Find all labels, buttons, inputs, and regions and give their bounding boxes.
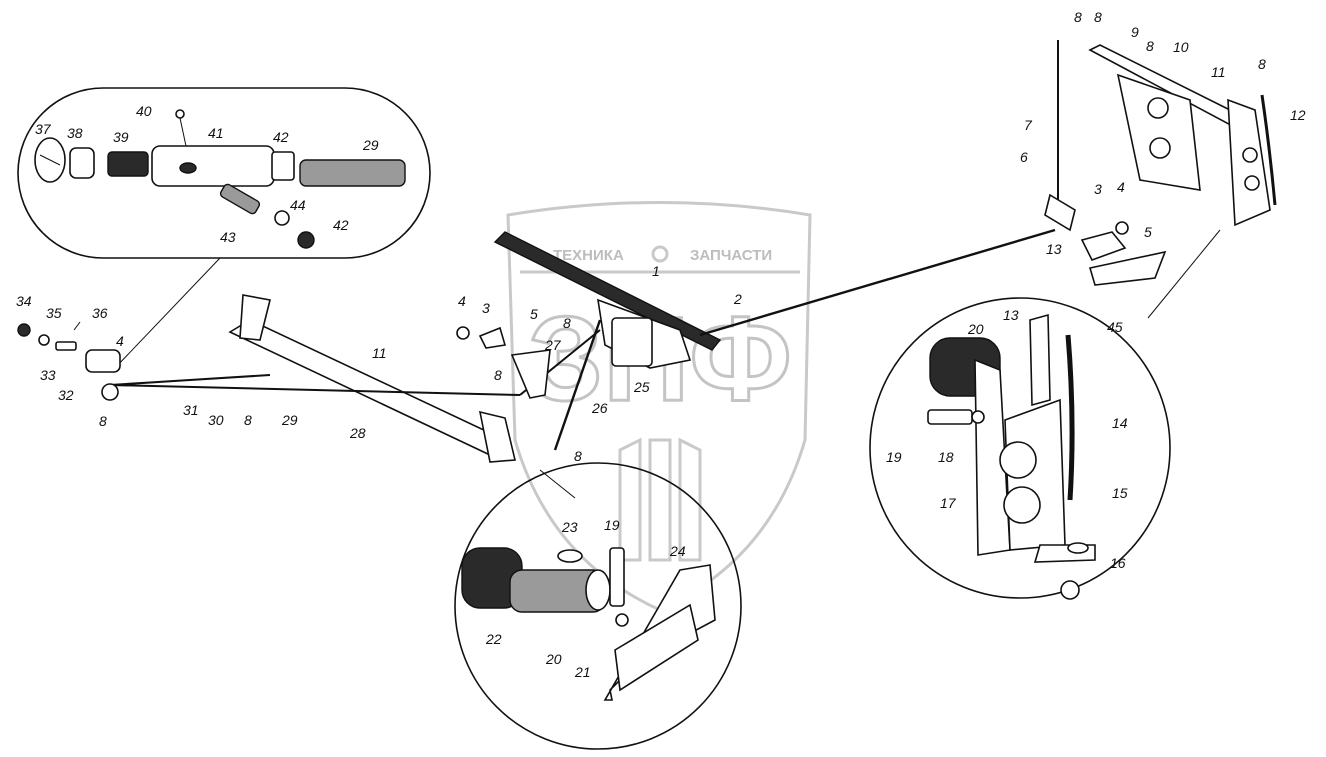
callout-label: 14 bbox=[1112, 415, 1128, 431]
callout-label: 8 bbox=[574, 448, 582, 464]
callout-label: 10 bbox=[1173, 39, 1189, 55]
callout-label: 31 bbox=[183, 402, 199, 418]
callout-label: 39 bbox=[113, 129, 129, 145]
callout-label: 34 bbox=[16, 293, 32, 309]
watermark-text-left: ТЕХНИКА bbox=[553, 247, 624, 264]
callout-label: 3 bbox=[482, 300, 490, 316]
callout-label: 40 bbox=[136, 103, 152, 119]
callout-label: 24 bbox=[669, 543, 686, 559]
callout-label: 8 bbox=[1146, 38, 1154, 54]
callout-label: 8 bbox=[494, 367, 502, 383]
callout-label: 35 bbox=[46, 305, 62, 321]
callout-label: 44 bbox=[290, 197, 306, 213]
callout-label: 7 bbox=[1024, 117, 1033, 133]
callout-label: 8 bbox=[563, 315, 571, 331]
callout-label: 33 bbox=[40, 367, 56, 383]
callout-label: 29 bbox=[281, 412, 298, 428]
callout-label: 43 bbox=[220, 229, 236, 245]
callout-label: 20 bbox=[967, 321, 984, 337]
callout-label: 42 bbox=[333, 217, 349, 233]
main-assembly bbox=[17, 228, 1056, 463]
callout-label: 15 bbox=[1112, 485, 1128, 501]
detail-bottom-circle bbox=[454, 462, 742, 750]
callout-label: 30 bbox=[208, 412, 224, 428]
callout-labels: 1 2 3 4 5 8 8 8 8 8 8 8 8 8 25 26 27 28 … bbox=[16, 9, 1306, 680]
detail-right-circle bbox=[869, 297, 1171, 600]
callout-label: 45 bbox=[1107, 319, 1123, 335]
callout-label: 8 bbox=[1258, 56, 1266, 72]
callout-label: 27 bbox=[544, 337, 562, 353]
callout-label: 21 bbox=[574, 664, 591, 680]
callout-label: 29 bbox=[362, 137, 379, 153]
callout-label: 4 bbox=[1117, 179, 1125, 195]
callout-label: 8 bbox=[1094, 9, 1102, 25]
callout-label: 11 bbox=[372, 345, 387, 361]
callout-label: 36 bbox=[92, 305, 108, 321]
callout-label: 2 bbox=[733, 291, 742, 307]
callout-label: 8 bbox=[99, 413, 107, 429]
callout-label: 28 bbox=[349, 425, 366, 441]
callout-label: 26 bbox=[591, 400, 608, 416]
detail-left-pill bbox=[17, 87, 431, 369]
callout-label: 4 bbox=[458, 293, 466, 309]
callout-label: 19 bbox=[886, 449, 902, 465]
callout-label: 1 bbox=[652, 263, 660, 279]
callout-label: 9 bbox=[1131, 24, 1139, 40]
callout-label: 13 bbox=[1046, 241, 1062, 257]
callout-label: 8 bbox=[1074, 9, 1082, 25]
callout-label: 20 bbox=[545, 651, 562, 667]
callout-label: 5 bbox=[1144, 224, 1152, 240]
callout-label: 16 bbox=[1110, 555, 1126, 571]
callout-label: 22 bbox=[485, 631, 502, 647]
callout-label: 5 bbox=[530, 306, 538, 322]
callout-label: 13 bbox=[1003, 307, 1019, 323]
callout-label: 42 bbox=[273, 129, 289, 145]
callout-label: 17 bbox=[940, 495, 957, 511]
callout-label: 19 bbox=[604, 517, 620, 533]
callout-label: 4 bbox=[116, 333, 124, 349]
callout-label: 38 bbox=[67, 125, 83, 141]
callout-label: 25 bbox=[633, 379, 650, 395]
callout-label: 8 bbox=[244, 412, 252, 428]
watermark-text-right: ЗАПЧАСТИ bbox=[690, 247, 772, 264]
callout-label: 3 bbox=[1094, 181, 1102, 197]
callout-label: 41 bbox=[208, 125, 224, 141]
upper-right-assembly bbox=[1044, 40, 1277, 319]
callout-label: 12 bbox=[1290, 107, 1306, 123]
callout-label: 6 bbox=[1020, 149, 1028, 165]
callout-label: 32 bbox=[58, 387, 74, 403]
callout-label: 23 bbox=[561, 519, 578, 535]
callout-label: 37 bbox=[35, 121, 52, 137]
callout-label: 11 bbox=[1211, 64, 1226, 80]
callout-label: 18 bbox=[938, 449, 954, 465]
